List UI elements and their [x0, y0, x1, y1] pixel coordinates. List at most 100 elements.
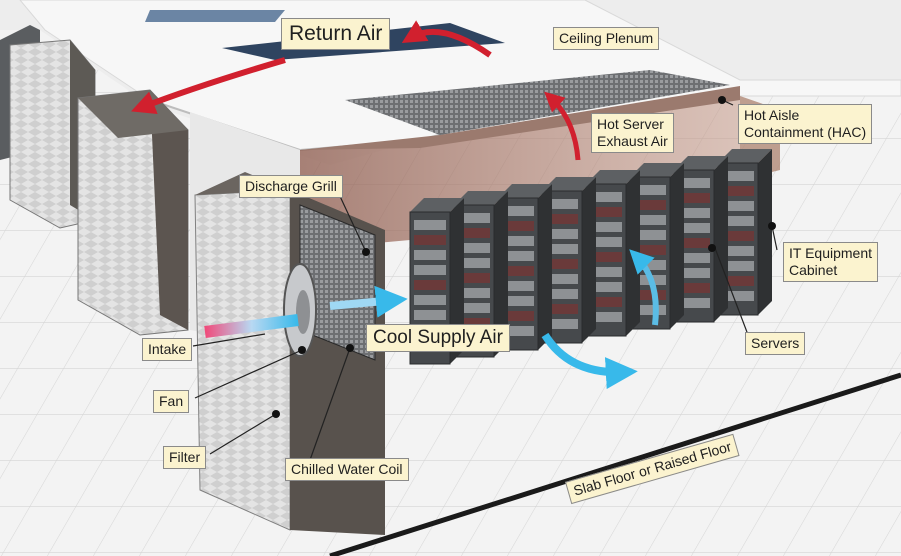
server-unit: [502, 311, 534, 321]
server-unit: [414, 310, 446, 320]
cabinet-side: [714, 156, 728, 322]
server-unit: [502, 251, 534, 261]
hot-server-exhaust-label: Hot Server Exhaust Air: [591, 113, 674, 153]
server-unit: [414, 250, 446, 260]
hot-exhaust-arrow: [544, 91, 581, 161]
it-equipment-cabinet-line-1: IT Equipment: [789, 245, 873, 261]
server-unit: [722, 291, 754, 301]
server-unit: [678, 223, 710, 233]
server-unit: [458, 258, 490, 268]
cabinet-side: [494, 191, 508, 357]
server-unit: [546, 244, 578, 254]
server-unit: [678, 208, 710, 218]
hot-aisle-containment-label: Hot Aisle Containment (HAC): [738, 104, 873, 144]
leader-lines: [192, 99, 778, 461]
server-unit: [678, 298, 710, 308]
server-unit: [722, 231, 754, 241]
cabinet-side: [758, 149, 772, 315]
server-unit: [458, 213, 490, 223]
server-unit: [722, 261, 754, 271]
cabinet-top: [674, 156, 728, 170]
server-unit: [458, 228, 490, 238]
server-unit: [502, 296, 534, 306]
server-unit: [634, 185, 666, 195]
it-cabinets: [409, 149, 772, 365]
cool-supply-arrow-1: [329, 285, 408, 318]
crah-unit-side: [194, 189, 291, 531]
server-unit: [590, 267, 622, 277]
server-unit: [634, 200, 666, 210]
server-unit: [414, 265, 446, 275]
mid-rack-side: [150, 90, 188, 330]
server-unit: [546, 199, 578, 209]
leader-dots: [272, 96, 776, 418]
ceiling-grate: [345, 70, 730, 135]
server-unit: [590, 312, 622, 322]
server-unit: [634, 230, 666, 240]
server-unit: [546, 319, 578, 329]
cabinet-top: [586, 170, 640, 184]
server-unit: [590, 252, 622, 262]
cabinet-side: [538, 184, 552, 350]
server-unit: [414, 280, 446, 290]
cabinet-top: [630, 163, 684, 177]
server-unit: [678, 268, 710, 278]
server-unit: [590, 297, 622, 307]
cabinet-top: [498, 184, 552, 198]
cabinet-top: [542, 177, 596, 191]
hot-server-exhaust-line-1: Hot Server: [597, 116, 664, 132]
server-unit: [546, 259, 578, 269]
intake-label: Intake: [142, 338, 193, 361]
server-unit: [722, 276, 754, 286]
server-unit: [634, 305, 666, 315]
chilled-water-coil-label: Chilled Water Coil: [285, 458, 409, 481]
cool-supply-air-label: Cool Supply Air: [366, 324, 510, 352]
server-unit: [546, 274, 578, 284]
server-unit: [546, 214, 578, 224]
cabinet-side: [450, 198, 464, 364]
return-air-label: Return Air: [281, 18, 391, 50]
cabinet-side: [670, 163, 684, 329]
server-unit: [502, 281, 534, 291]
server-unit: [590, 192, 622, 202]
return-air-arrow-2: [131, 57, 286, 115]
discharge-grill-label: Discharge Grill: [239, 175, 343, 198]
server-unit: [634, 215, 666, 225]
server-unit: [722, 201, 754, 211]
server-unit: [678, 193, 710, 203]
server-unit: [414, 220, 446, 230]
server-unit: [590, 222, 622, 232]
server-unit: [458, 243, 490, 253]
ceiling-vent-top: [145, 10, 285, 22]
cabinet-top: [454, 191, 508, 205]
server-unit: [590, 237, 622, 247]
floor-edge: [329, 372, 901, 556]
intake-arrow: [204, 314, 299, 338]
server-unit: [414, 235, 446, 245]
server-unit: [414, 295, 446, 305]
return-air-arrow-1: [401, 20, 492, 58]
server-unit: [590, 207, 622, 217]
hot-server-exhaust-line-2: Exhaust Air: [597, 133, 668, 149]
server-unit: [678, 178, 710, 188]
it-equipment-cabinet-line-2: Cabinet: [789, 262, 838, 278]
server-unit: [634, 290, 666, 300]
server-unit: [546, 289, 578, 299]
fan-hub: [296, 290, 310, 334]
server-unit: [546, 229, 578, 239]
server-unit: [502, 326, 534, 336]
hot-aisle-containment-line-2: Containment (HAC): [744, 124, 867, 140]
server-unit: [722, 186, 754, 196]
server-unit: [458, 288, 490, 298]
server-unit: [590, 282, 622, 292]
server-unit: [502, 221, 534, 231]
server-unit: [502, 266, 534, 276]
cabinet-side: [582, 177, 596, 343]
it-equipment-cabinet-label: IT Equipment Cabinet: [783, 242, 879, 282]
server-unit: [502, 236, 534, 246]
cabinet-top: [410, 198, 464, 212]
server-unit: [678, 283, 710, 293]
server-unit: [678, 253, 710, 263]
